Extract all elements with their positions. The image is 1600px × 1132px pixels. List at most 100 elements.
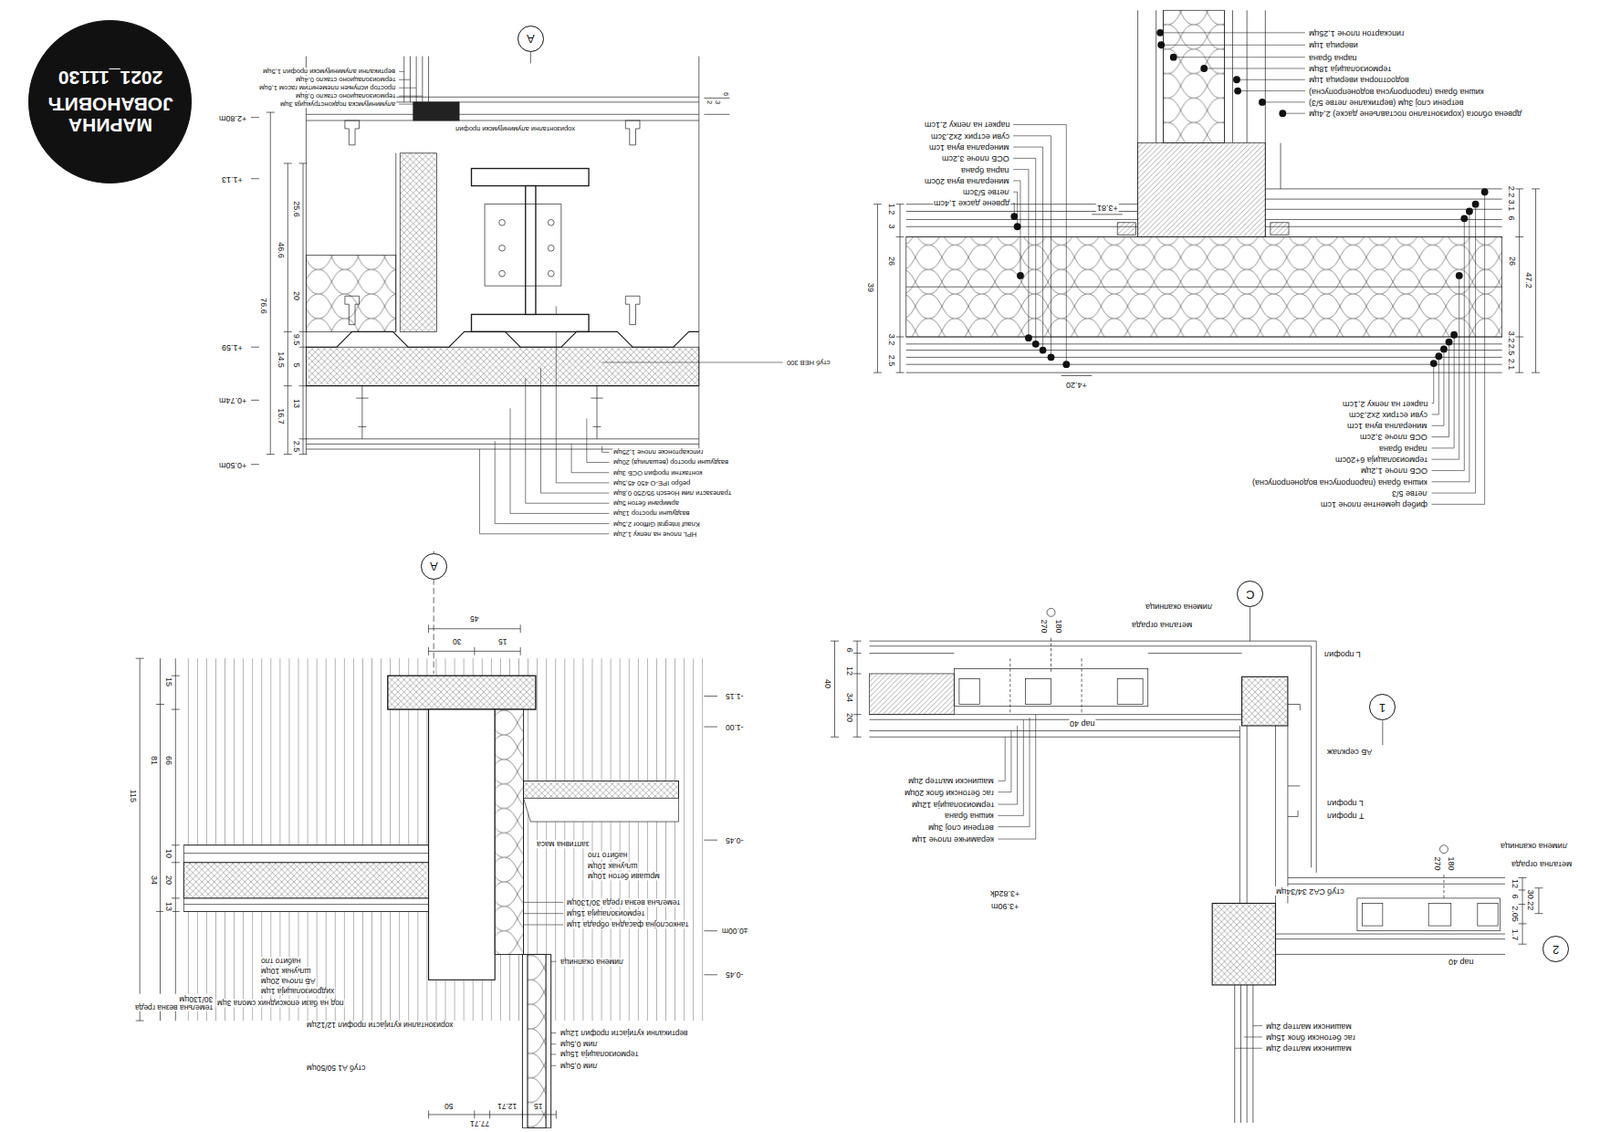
plan-section [1025,679,1052,705]
dimension-text: 77.71 [469,1118,491,1128]
dimension-text: 6 [1506,215,1517,222]
dimension-text: 12.71 [496,1101,518,1110]
dimension-text: 30.22 [1526,888,1536,912]
floor-section [873,204,905,373]
dimension-text: -0.45 [724,836,744,845]
dimension-text: 3.2 [1506,330,1517,345]
annotation-text: дрвена облога (хоризонтално постављене д… [1307,108,1523,118]
foundation-section [387,675,536,710]
dimension-text: 15 [533,1101,544,1110]
marker-letter: A [429,559,439,573]
annotation-text: HPL плоче на лепку 1,2цм [612,530,698,538]
marker-letter: 2 [1552,942,1559,956]
annotation-text: минерална вуна 1cm [928,142,1011,152]
plan-section [1428,902,1452,926]
annotation-text: лим 0,5цм [559,1061,598,1070]
floor-section [1270,222,1289,235]
annotation-text: АБ плоча 20цм [260,976,317,985]
marker-text-group: A [429,559,439,573]
dimension-text: 20 [291,290,301,302]
annotation-text: минерална вуна 1cm [1346,420,1429,430]
plan-section [1439,845,1448,854]
dimension-text: 25.6 [291,199,301,219]
plan-section [869,652,1243,654]
column-beam-section [530,52,730,115]
dimension-text: 76.6 [258,297,268,316]
column-beam-section [404,56,429,103]
foundation-section [183,845,429,912]
dimension-text: 2.5 [1506,343,1517,357]
plan-section [1117,679,1143,705]
dimension-text: 30 [451,637,462,646]
annotation-text: паркет на лепку 2,1cm [923,119,1011,129]
foundation-section [387,675,536,710]
column-beam-section [250,52,730,465]
annotation-text: машински малтер 2цм [1265,1021,1353,1031]
foundation-section [494,709,523,954]
dimension-text: +3.82dk [989,888,1021,898]
section-marker: A [420,553,448,580]
null [499,219,555,277]
plan-section [1212,902,1276,984]
annotation-text: парна брана [1378,443,1429,453]
dimension-text: 5 [291,362,301,369]
annotation-text: термоизолација 6+20cm [1334,454,1429,464]
annotation-text: летве 5/3 [1390,488,1429,498]
annotation-text: лим 0,5цм [559,1039,598,1048]
dimension-text: 50 [443,1101,454,1110]
column-beam-section [413,102,460,121]
annotation-text: стуб HEB 300 [785,358,832,367]
marker-text-group: МАРИНА ЈОВАНОВИЋ2021_11130 [41,67,179,136]
dimension-text: 13 [164,900,174,912]
annotation-text: иверица 1цм [1307,40,1360,50]
column-beam-section [399,153,437,333]
foundation-section [183,862,429,899]
column-beam-section [484,204,562,286]
floor-section [1117,222,1136,235]
foundation-section [523,780,680,798]
dimension-text: +0.50m [218,460,248,470]
dimension-text: 9.5 [291,333,301,347]
annotation-text: армирани бетон 5цм [612,499,680,507]
plan-section [1443,874,1444,899]
plan-section [1046,607,1056,617]
dimension-text: 45 [469,614,480,623]
annotation-text: хоризонтални кутијасти профил 12/12цм [305,1020,455,1029]
dimension-text: 20 [844,711,854,723]
annotation-text: термоизолација 15цм [565,909,646,918]
annotation-text: термоизолација 12цм [910,799,995,809]
plan-section [1010,658,1082,714]
annotation-text: водоотпорна иверица 1цм [1307,74,1411,84]
annotation-text: кишна брана [943,810,995,820]
dimension-text: 2.5 [291,439,301,453]
dimension-text: 115 [128,788,138,804]
plan-section [1050,637,1052,674]
leader-line [1160,32,1306,114]
dimension-text: 180 [1446,855,1456,871]
floor-section [1061,214,1123,377]
marker-letter: 1 [1379,700,1386,714]
annotation-text: кишна брана (паропропусна водонепропусна… [1251,477,1429,487]
column-beam-section [305,56,699,455]
foundation-section [135,551,718,1129]
dimension-text: 81 [148,754,158,766]
annotation-text: шљунак 10цм [260,966,312,975]
dimension-text: 180 [1053,618,1063,635]
annotation-text: ваздушни простор (вешалица) 20цм [612,458,730,466]
dimension-text: 6 [844,647,854,654]
plan-section [1287,878,1506,885]
annotation-text: алуминијумска подконструкција 3цм [279,100,397,108]
leader-line [1234,1025,1263,1049]
marker-text-group: C [1245,587,1255,601]
annotation-text: лимена окапница [1144,601,1214,611]
dimension-text: 2.05 [1509,904,1519,923]
annotation-text: ОСБ плоче 3,2cm [1359,431,1429,441]
author-text: 2021_11130 [41,67,179,89]
annotation-text: простор испуњен племенитим гасом 1,6цм [258,83,397,92]
foundation-section [428,624,522,656]
annotation-text: суви естрих 2x2,3cm [930,131,1011,141]
column-beam-section [471,313,590,332]
leader-line [997,714,1036,839]
